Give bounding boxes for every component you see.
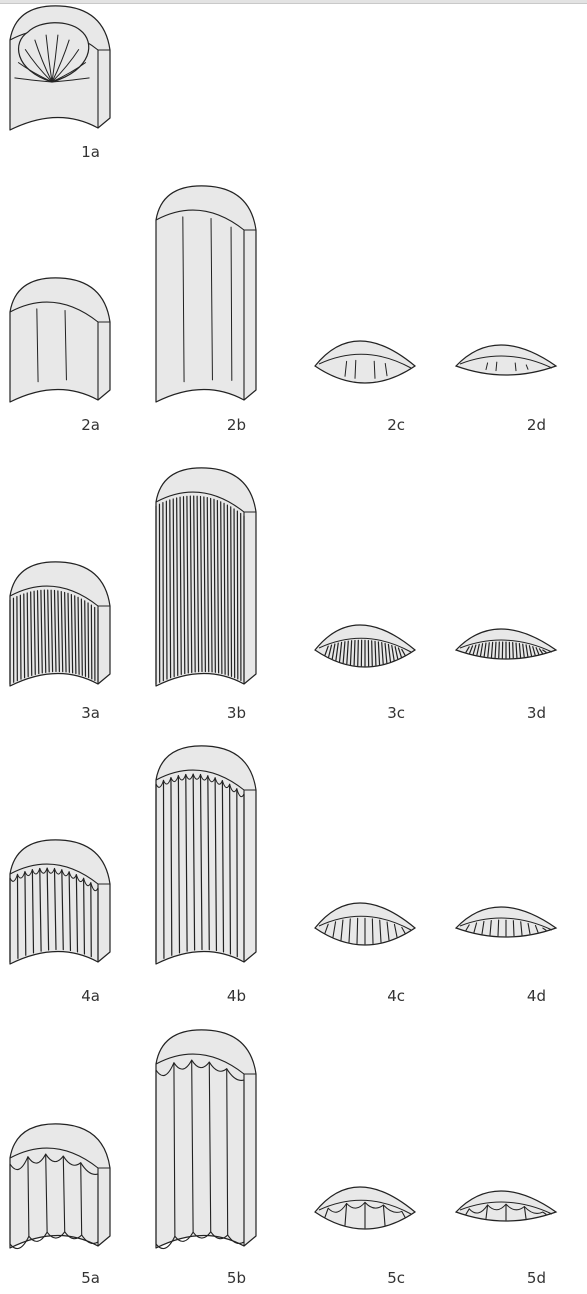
figure-4d: [454, 906, 558, 938]
figure-1a: [9, 5, 111, 131]
figure-3b: [155, 467, 257, 687]
figure-label: 5a: [81, 1269, 100, 1287]
figure-label: 2b: [227, 416, 246, 434]
figure-2d: [454, 344, 558, 376]
figure-label: 4b: [227, 987, 246, 1005]
figure-5d: [454, 1190, 558, 1222]
figure-label: 4c: [387, 987, 405, 1005]
figure-label: 4d: [527, 987, 546, 1005]
figure-4b: [155, 745, 257, 965]
figure-label: 5d: [527, 1269, 546, 1287]
figure-5a: [9, 1123, 111, 1250]
figure-2c: [314, 340, 416, 384]
top-border: [0, 0, 587, 4]
figure-5c: [314, 1186, 416, 1230]
figure-label: 1a: [81, 143, 100, 161]
figure-3a: [9, 561, 111, 687]
figure-label: 2c: [387, 416, 405, 434]
figure-label: 4a: [81, 987, 100, 1005]
figure-label: 5b: [227, 1269, 246, 1287]
figure-label: 3a: [81, 704, 100, 722]
figure-5b: [155, 1029, 257, 1250]
figure-2b: [155, 185, 257, 403]
figure-3d: [454, 628, 558, 660]
figure-label: 3b: [227, 704, 246, 722]
figure-3c: [314, 624, 416, 668]
figure-2a: [9, 277, 111, 403]
figure-4c: [314, 902, 416, 946]
figure-4a: [9, 839, 111, 965]
figure-label: 3d: [527, 704, 546, 722]
figure-label: 2d: [527, 416, 546, 434]
figure-label: 3c: [387, 704, 405, 722]
figure-label: 2a: [81, 416, 100, 434]
figure-label: 5c: [387, 1269, 405, 1287]
